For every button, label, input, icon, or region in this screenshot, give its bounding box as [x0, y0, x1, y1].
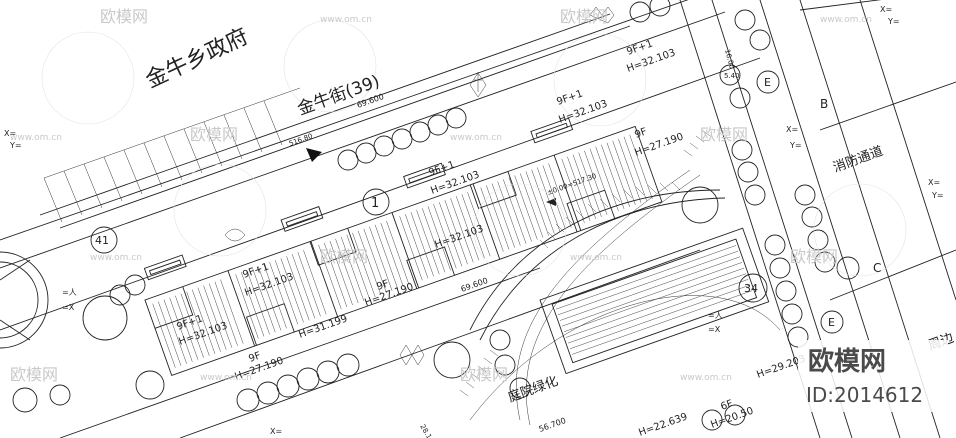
watermark-brand-6: 欧模网 — [790, 247, 838, 266]
fire-lane-label: 消防通道 — [831, 143, 885, 176]
entry-label-2: =人 — [708, 311, 723, 320]
coord-x-label-4: X= — [928, 178, 940, 187]
model-id-text: ID:2014612 — [806, 383, 923, 407]
watermark-rays — [41, 19, 907, 277]
marker-1-text: 1 — [371, 196, 379, 211]
watermark-site-3: www.om.cn — [10, 133, 62, 143]
dim-2810: 28.10 — [418, 423, 435, 438]
brand-badge: 欧模网 ID:2014612 — [798, 340, 948, 412]
brand-logo-text: 欧模网 — [808, 346, 886, 377]
watermark-site-8: www.om.cn — [680, 373, 732, 383]
marker-e2-text: E — [828, 316, 835, 329]
watermark-brand-2: 欧模网 — [560, 7, 608, 26]
coord-x-label: X= — [4, 129, 16, 138]
watermark-brand-4: 欧模网 — [700, 125, 748, 144]
watermark-brand-7: 欧模网 — [10, 365, 58, 384]
marker-e1-text: E — [764, 76, 771, 89]
watermark-site-1: www.om.cn — [320, 15, 372, 25]
watermark-brand-8: 欧模网 — [460, 365, 508, 384]
watermark-brand-1: 欧模网 — [100, 7, 148, 26]
top-stripes — [43, 87, 301, 223]
height-31199: H=31.199 — [297, 313, 349, 340]
letter-b: B — [820, 97, 828, 111]
coord-y-label: Y= — [9, 141, 22, 150]
govt-label: 金牛乡政府 — [142, 24, 252, 93]
floor-9-a: 9F — [247, 350, 262, 364]
watermark-brand-3: 欧模网 — [190, 125, 238, 144]
trees — [12, 0, 836, 431]
watermark-site-7: www.om.cn — [200, 373, 252, 383]
height-22639: H=22.639 — [637, 411, 689, 438]
floor-6: 6F — [719, 398, 734, 412]
x-eq-label: =X — [62, 303, 75, 312]
coord-x-label-3: X= — [880, 5, 892, 14]
shrub-symbols — [224, 6, 615, 366]
arrow-icon — [546, 198, 556, 206]
letter-c: C — [873, 261, 881, 275]
marker-41-text: 41 — [95, 234, 109, 247]
garden-label: 庭院绿化 — [506, 373, 560, 406]
circled-markers — [90, 70, 860, 334]
coord-y-label-4: Y= — [931, 191, 944, 200]
sports-field — [469, 169, 781, 426]
coord-x-label-2: X= — [786, 125, 798, 134]
entry-label: =人 — [62, 288, 77, 297]
coord-x-label-5: X= — [270, 427, 282, 436]
coord-y-label-2: Y= — [789, 141, 802, 150]
left-roundabout — [0, 251, 49, 349]
watermark-site-4: www.om.cn — [450, 133, 502, 143]
watermarks: 欧模网 www.om.cn 欧模网 www.om.cn www.om.cn 欧模… — [10, 7, 872, 384]
floor-9-b: 9F — [375, 278, 390, 292]
dim-540: 5.40 — [724, 72, 740, 80]
watermark-site-5: www.om.cn — [90, 253, 142, 263]
coord-y-label-3: Y= — [887, 17, 900, 26]
watermark-brand-5: 欧模网 — [320, 247, 368, 266]
watermark-site-2: www.om.cn — [820, 15, 872, 25]
dim-56: 56.700 — [538, 416, 567, 434]
residential-blocks — [143, 117, 663, 376]
x-eq-label-2: =X — [708, 325, 721, 334]
watermark-site-6: www.om.cn — [570, 253, 622, 263]
block-d-floor: 9F+1 — [555, 88, 584, 107]
curved-walkway — [459, 129, 711, 397]
north-arrow-icon — [306, 148, 322, 162]
marker-34-text: 34 — [744, 282, 758, 295]
floor-9-c: 9F — [633, 126, 648, 140]
